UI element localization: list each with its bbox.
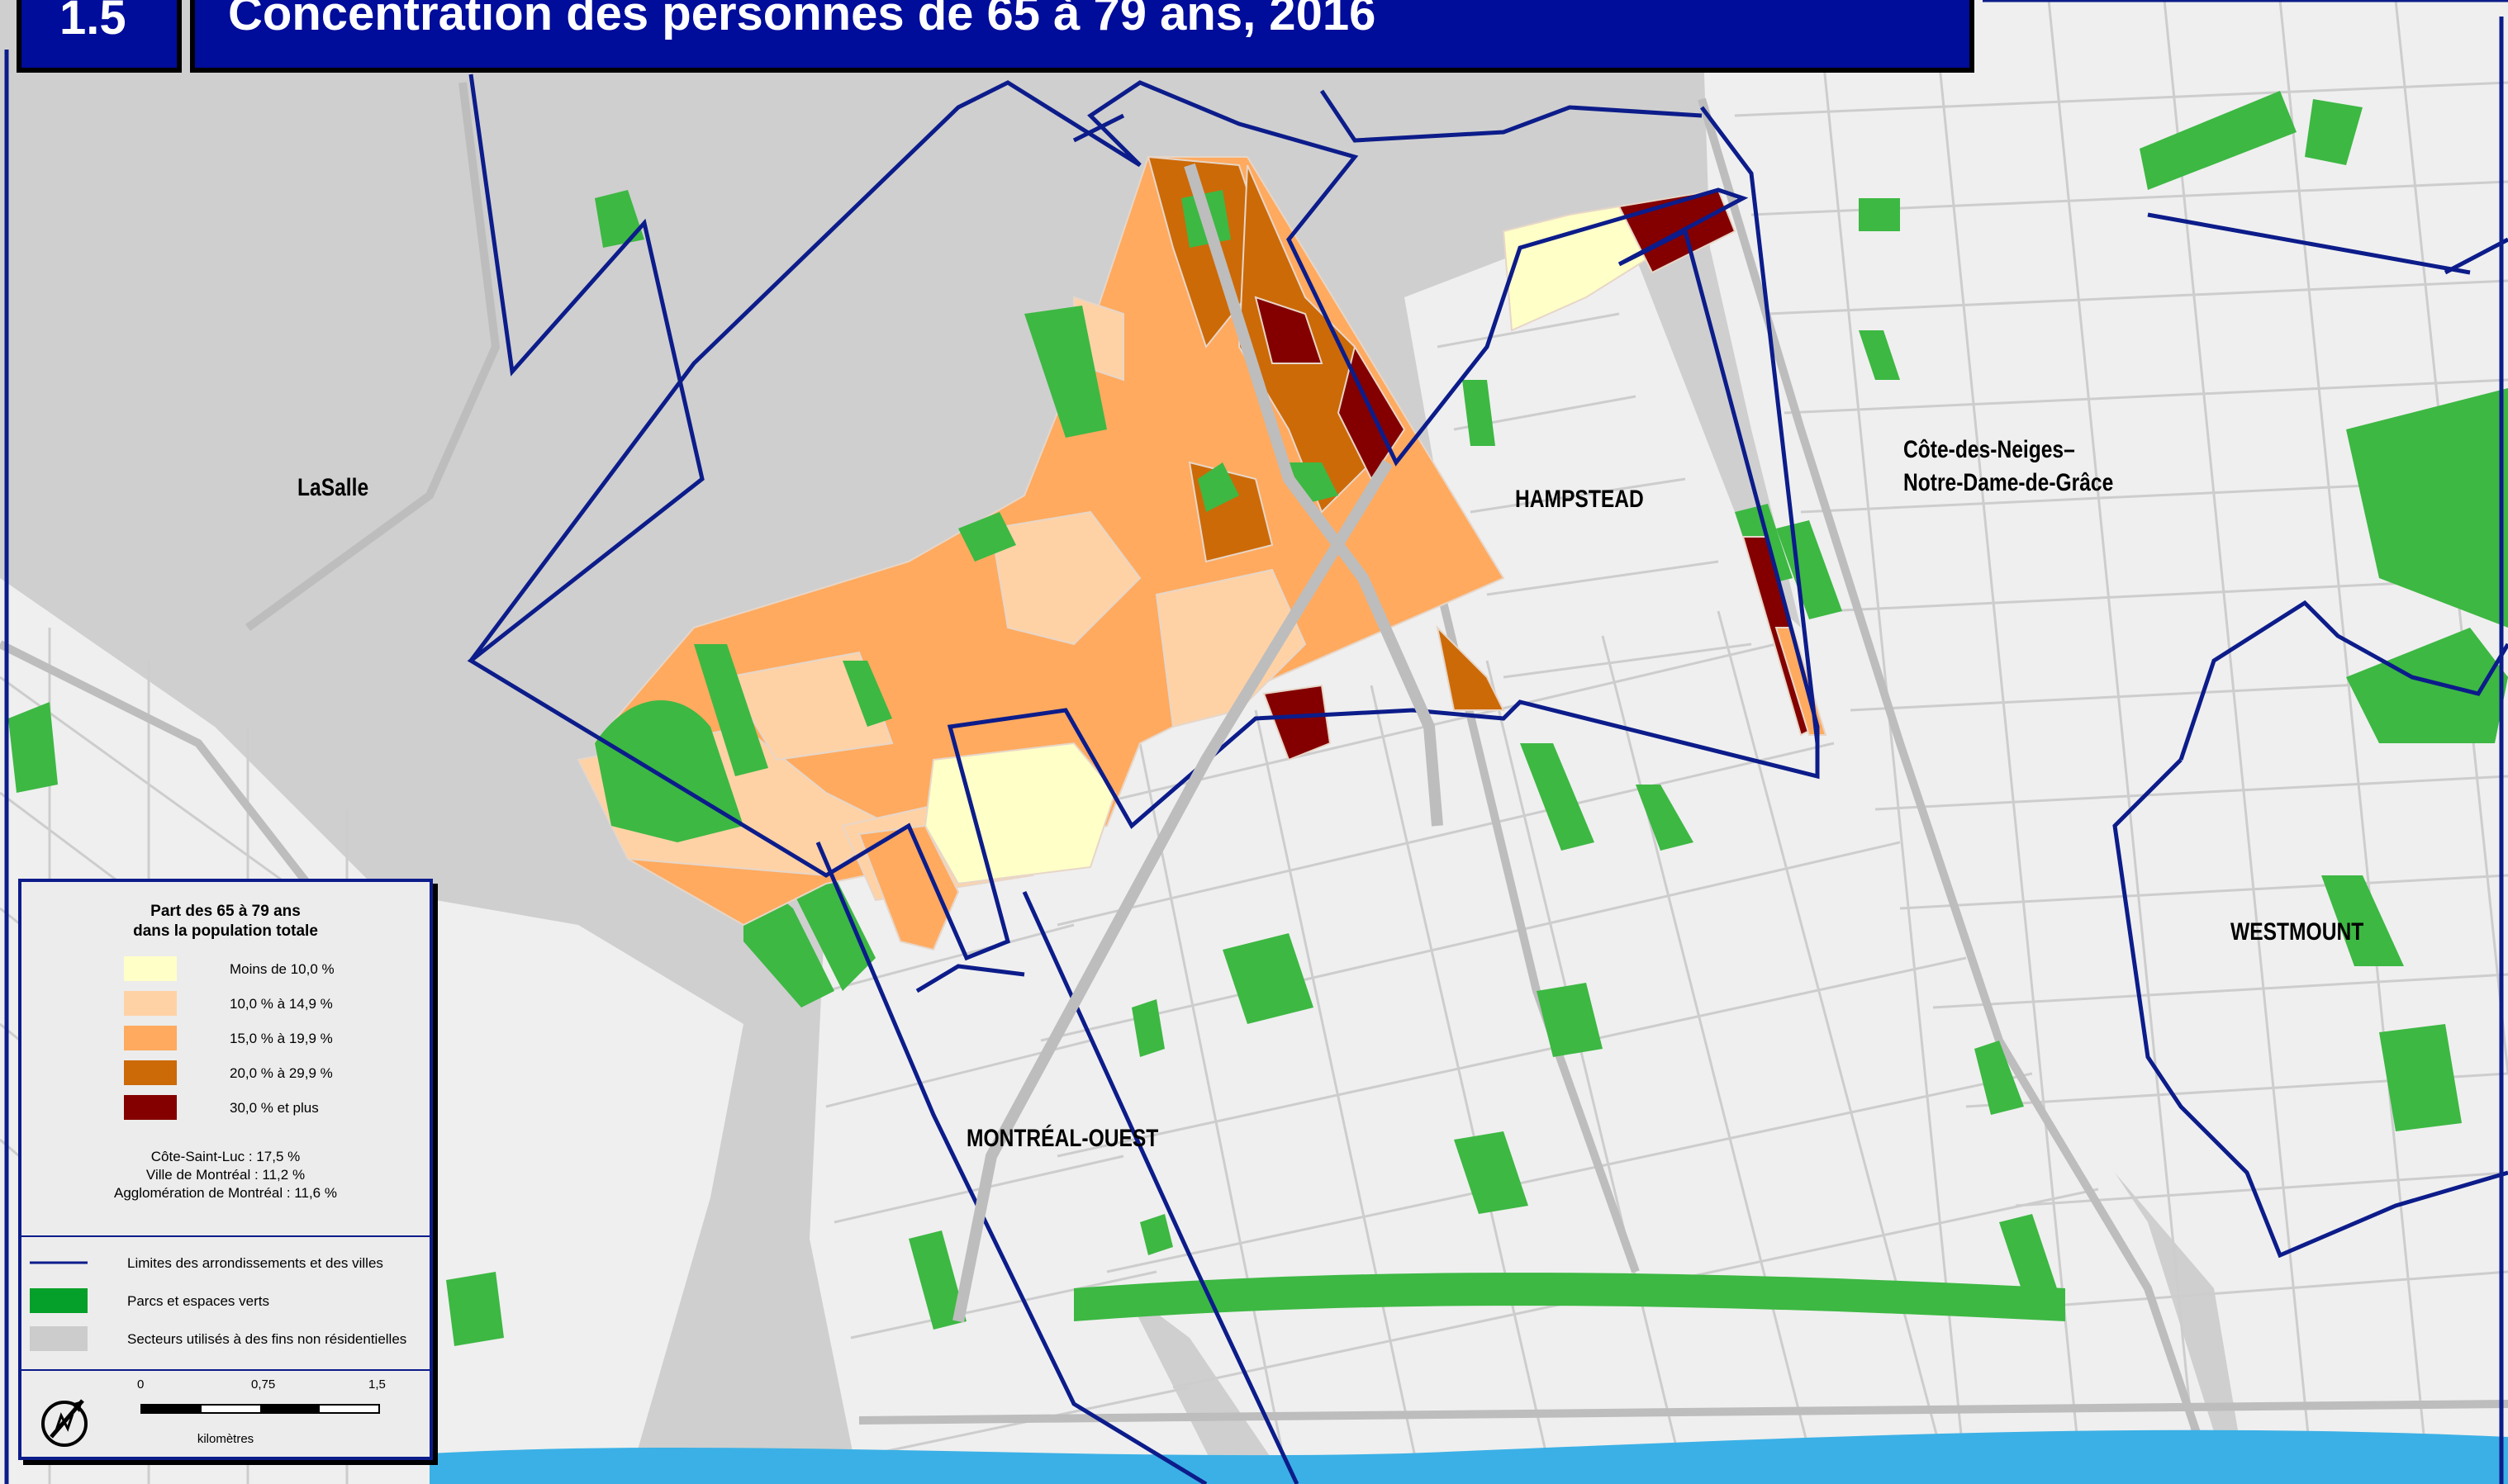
- scale-tick-2: 1,5: [368, 1377, 386, 1392]
- map-legend: Part des 65 à 79 ans dans la population …: [18, 879, 433, 1460]
- legend-item-label: Parcs et espaces verts: [127, 1293, 269, 1309]
- boundary-line-icon: [30, 1261, 88, 1264]
- parks: [8, 91, 2508, 1346]
- borough-boundaries: [4, 0, 2508, 1484]
- map-number: 1.5: [17, 0, 182, 73]
- legend-class-label: 15,0 % à 19,9 %: [230, 1031, 333, 1046]
- legend-item-label: Limites des arrondissements et des ville…: [127, 1255, 383, 1271]
- legend-swatch: [124, 1060, 177, 1085]
- scale-unit: kilomètres: [197, 1432, 254, 1446]
- legend-item-label: Secteurs utilisés à des fins non résiden…: [127, 1331, 407, 1347]
- legend-title-line1: Part des 65 à 79 ans: [150, 903, 301, 920]
- legend-divider: [21, 1235, 430, 1237]
- scale-segment: [260, 1406, 320, 1412]
- legend-swatch: [124, 991, 177, 1016]
- legend-swatch: [124, 956, 177, 981]
- legend-stats: Côte-Saint-Luc : 17,5 % Ville de Montréa…: [21, 1148, 430, 1202]
- place-label-westmount: WESTMOUNT: [2230, 918, 2364, 946]
- place-label-lasalle: LaSalle: [297, 474, 369, 501]
- scale-bar: [140, 1404, 380, 1414]
- scale-tick-0: 0: [137, 1377, 145, 1392]
- legend-class-label: 30,0 % et plus: [230, 1100, 319, 1116]
- legend-swatch: [124, 1026, 177, 1050]
- legend-class-label: 20,0 % à 29,9 %: [230, 1065, 333, 1081]
- legend-class-label: 10,0 % à 14,9 %: [230, 996, 333, 1012]
- legend-title-line2: dans la population totale: [133, 922, 318, 940]
- legend-item-boundary: Limites des arrondissements et des ville…: [30, 1250, 383, 1275]
- place-label-cdn-line1: Côte-des-Neiges–: [1903, 436, 2075, 463]
- legend-title: Part des 65 à 79 ans dans la population …: [21, 902, 430, 941]
- north-arrow-icon: [41, 1399, 88, 1447]
- place-label-montreal-ouest: MONTRÉAL-OUEST: [967, 1125, 1159, 1152]
- stat-agglomeration: Agglomération de Montréal : 11,6 %: [114, 1185, 337, 1201]
- stat-ville-montreal: Ville de Montréal : 11,2 %: [145, 1167, 306, 1183]
- map-title: Concentration des personnes de 65 à 79 a…: [190, 0, 1974, 73]
- legend-class-label: Moins de 10,0 %: [230, 961, 335, 977]
- scale-segment: [142, 1406, 202, 1412]
- stat-cote-saint-luc: Côte-Saint-Luc : 17,5 %: [150, 1149, 301, 1164]
- park-swatch-icon: [30, 1288, 88, 1313]
- scale-tick-1: 0,75: [251, 1377, 276, 1392]
- legend-swatch: [124, 1095, 177, 1120]
- nonresidential-swatch-icon: [30, 1326, 88, 1351]
- water: [430, 1273, 2508, 1484]
- place-label-cdn-line2: Notre-Dame-de-Grâce: [1903, 469, 2114, 496]
- legend-divider: [21, 1369, 430, 1371]
- rail-corridor: [952, 163, 1443, 1323]
- place-label-hampstead: HAMPSTEAD: [1515, 486, 1644, 513]
